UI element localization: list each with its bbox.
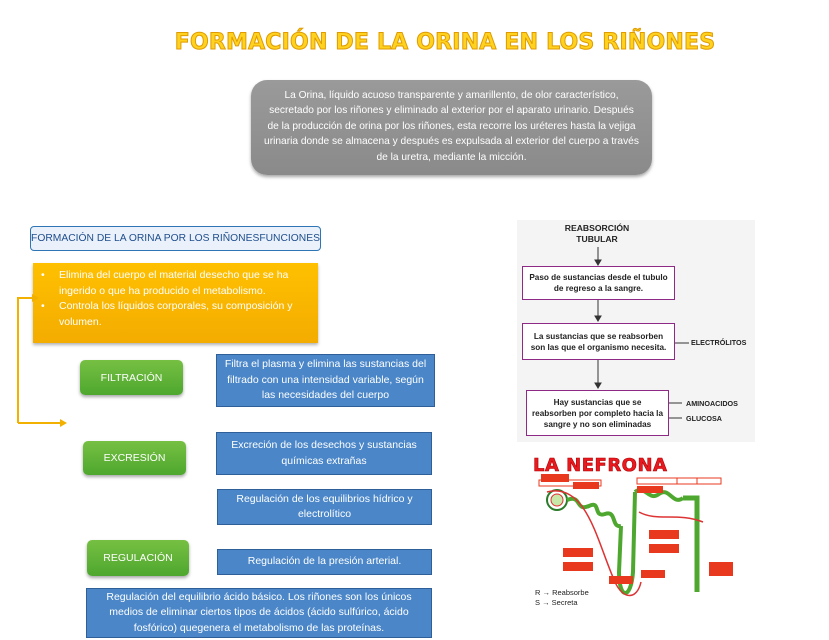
- flow-side-aminoacidos: AMINOACIDOS: [686, 399, 738, 408]
- nefrona-title: LA NEFRONA: [533, 455, 668, 477]
- regulacion-desc-3: Regulación del equilibrio ácido básico. …: [86, 588, 432, 638]
- filtracion-desc: Filtra el plasma y elimina las sustancia…: [216, 354, 435, 407]
- functions-header: FORMACIÓN DE LA ORINA POR LOS RIÑONESFUN…: [30, 226, 321, 251]
- regulacion-button: REGULACIÓN: [87, 540, 189, 576]
- legend-reabsorbe: R → Reabsorbe: [535, 588, 589, 597]
- function-item: • Controla los líquidos corporales, su co…: [41, 299, 308, 330]
- flow-step-3: Hay sustancias que se reabsorben por com…: [526, 390, 669, 436]
- nefrona-legend: R → Reabsorbe S → Secreta: [535, 588, 589, 608]
- function-text: Elimina del cuerpo el material desecho q…: [59, 269, 289, 297]
- connector-arrows: [17, 294, 67, 427]
- flow-side-electrolitos: ELECTRÓLITOS: [691, 338, 747, 347]
- page-title: FORMACIÓN DE LA ORINA EN LOS RIÑONES: [174, 30, 716, 56]
- flow-step-2: La sustancias que se reabsorben son las …: [522, 323, 675, 360]
- nefrona-illustration: LA NEFRONA: [527, 452, 755, 612]
- function-text: Controla los líquidos corporales, su com…: [59, 300, 293, 328]
- excresion-desc: Excreción de los desechos y sustancias q…: [216, 432, 432, 475]
- function-item: • Elimina del cuerpo el material desecho …: [41, 268, 308, 299]
- regulacion-desc-2: Regulación de la presión arterial.: [217, 549, 432, 575]
- intro-box: La Orina, líquido acuoso transparente y …: [251, 80, 652, 175]
- bullet-icon: •: [41, 269, 45, 281]
- nephron-drawing: [538, 474, 733, 597]
- flow-step-1: Paso de sustancias desde el tubulo de re…: [522, 266, 675, 300]
- flow-side-glucosa: GLUCOSA: [686, 414, 722, 423]
- legend-secreta: S → Secreta: [535, 598, 578, 607]
- bullet-icon: •: [41, 300, 45, 312]
- filtracion-button: FILTRACIÓN: [80, 360, 183, 395]
- flow-title: REABSORCIÓN TUBULAR: [564, 223, 630, 244]
- functions-box: • Elimina del cuerpo el material desecho …: [33, 263, 318, 343]
- excresion-button: EXCRESIÓN: [83, 441, 186, 475]
- reabsorcion-flowchart: REABSORCIÓN TUBULAR Paso de sustancias d…: [517, 220, 755, 442]
- regulacion-desc-1: Regulación de los equilibrios hídrico y …: [217, 489, 432, 525]
